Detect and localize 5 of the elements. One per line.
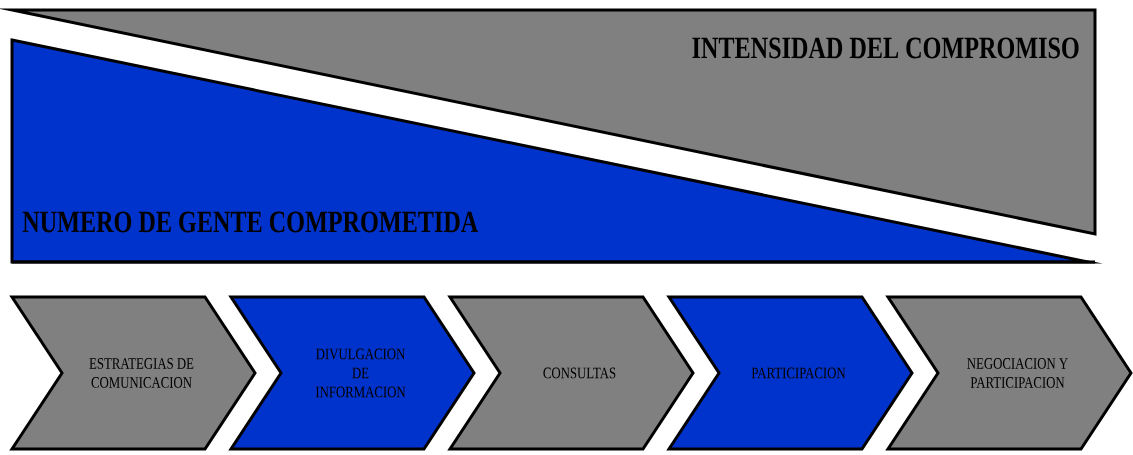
process-step: CONSULTAS bbox=[447, 295, 695, 451]
process-step: DIVULGACION DE INFORMACION bbox=[228, 295, 476, 451]
process-step: NEGOCIACION Y PARTICIPACION bbox=[885, 295, 1133, 451]
process-step: ESTRATEGIAS DE COMUNICACION bbox=[9, 295, 257, 451]
process-step: PARTICIPACION bbox=[666, 295, 914, 451]
